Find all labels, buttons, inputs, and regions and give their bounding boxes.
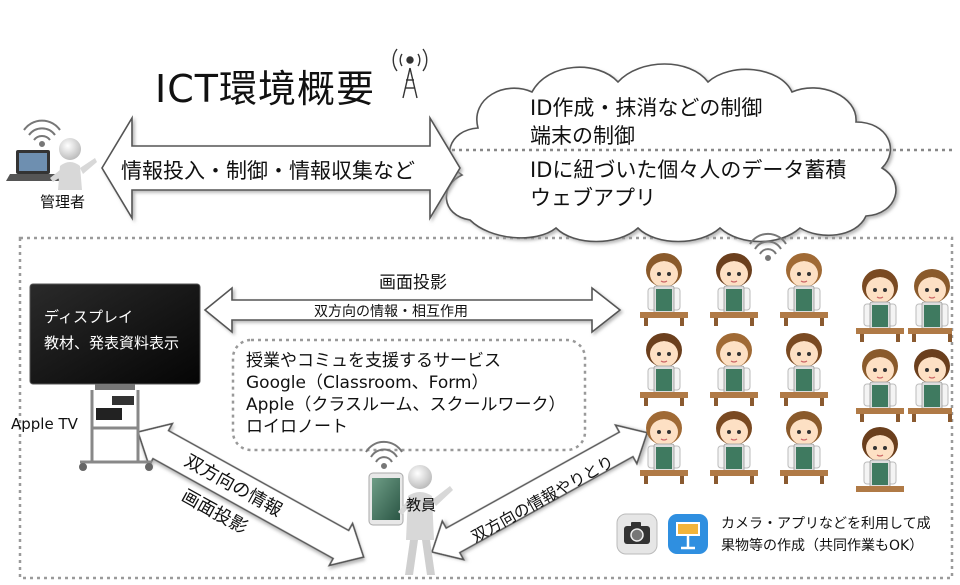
- apple-tv-box: [96, 408, 122, 420]
- student-icon: [908, 269, 952, 342]
- cloud-upper-line-2: 端末の制御: [530, 124, 635, 148]
- students-group: [640, 253, 952, 492]
- camera-app-icon: [616, 513, 658, 555]
- classroom-frame: [18, 236, 954, 580]
- display-monitor: [29, 283, 201, 390]
- student-icon: [856, 427, 904, 492]
- student-icon: [640, 253, 688, 326]
- student-icon: [780, 333, 828, 406]
- student-icon: [908, 349, 952, 422]
- cloud-lower-text: IDに紐づいた個々人のデータ蓄積 ウェブアプリ: [530, 156, 846, 212]
- student-icon: [640, 333, 688, 406]
- student-icon: [710, 253, 758, 326]
- student-icon: [780, 411, 828, 484]
- services-line-1: 授業やコミュを支援するサービス: [246, 351, 501, 371]
- services-line-3: Apple（クラスルーム、スクールワーク）: [246, 395, 566, 415]
- main-double-arrow: [101, 115, 461, 221]
- student-icon: [710, 333, 758, 406]
- teacher-label: 教員: [406, 496, 437, 514]
- apple-tv-label: Apple TV: [11, 415, 78, 433]
- student-icon: [640, 411, 688, 484]
- display-line-1: ディスプレイ: [44, 308, 133, 326]
- cloud-lower-line-1: IDに紐づいた個々人のデータ蓄積: [530, 158, 847, 182]
- student-icon: [856, 269, 904, 342]
- cloud-upper-line-1: ID作成・抹消などの制御: [530, 96, 763, 120]
- keynote-app-icon: [668, 514, 708, 554]
- camera-note-line-2: 果物等の作成（共同作業もOK）: [721, 538, 924, 554]
- camera-note-line-1: カメラ・アプリなどを利用して成: [721, 516, 931, 532]
- main-arrow-label: 情報投入・制御・情報収集など: [121, 159, 415, 183]
- projection-double-arrow: [203, 286, 622, 334]
- wifi-icon: [749, 232, 787, 261]
- laptop-icon: [6, 150, 60, 181]
- page-title: ICT環境概要: [155, 67, 375, 111]
- admin-label: 管理者: [40, 193, 86, 211]
- antenna-icon: [392, 48, 428, 99]
- student-icon: [856, 349, 904, 422]
- display-stand: [79, 390, 153, 471]
- cloud-shape: [445, 63, 897, 243]
- person-icon: [398, 465, 453, 575]
- cloud-upper-text: ID作成・抹消などの制御 端末の制御: [530, 94, 762, 150]
- services-box: 授業やコミュを支援するサービス Google（Classroom、Form） A…: [246, 350, 566, 438]
- person-icon: [50, 138, 97, 190]
- services-box-frame: [231, 338, 587, 452]
- display-line-2: 教材、発表資料表示: [44, 334, 180, 352]
- services-line-2: Google（Classroom、Form）: [246, 373, 489, 393]
- ipad-icon: [368, 472, 404, 526]
- camera-note: カメラ・アプリなどを利用して成 果物等の作成（共同作業もOK）: [721, 513, 931, 557]
- projection-inner-label: 双方向の情報・相互作用: [314, 304, 468, 320]
- services-line-4: ロイロノート: [246, 417, 348, 437]
- wifi-icon: [23, 119, 61, 147]
- student-icon: [780, 253, 828, 326]
- cloud-lower-line-2: ウェブアプリ: [530, 186, 656, 210]
- projection-top-label: 画面投影: [379, 273, 447, 293]
- student-icon: [710, 411, 758, 484]
- display-screen-text: ディスプレイ 教材、発表資料表示: [44, 304, 179, 356]
- wifi-icon: [365, 440, 403, 469]
